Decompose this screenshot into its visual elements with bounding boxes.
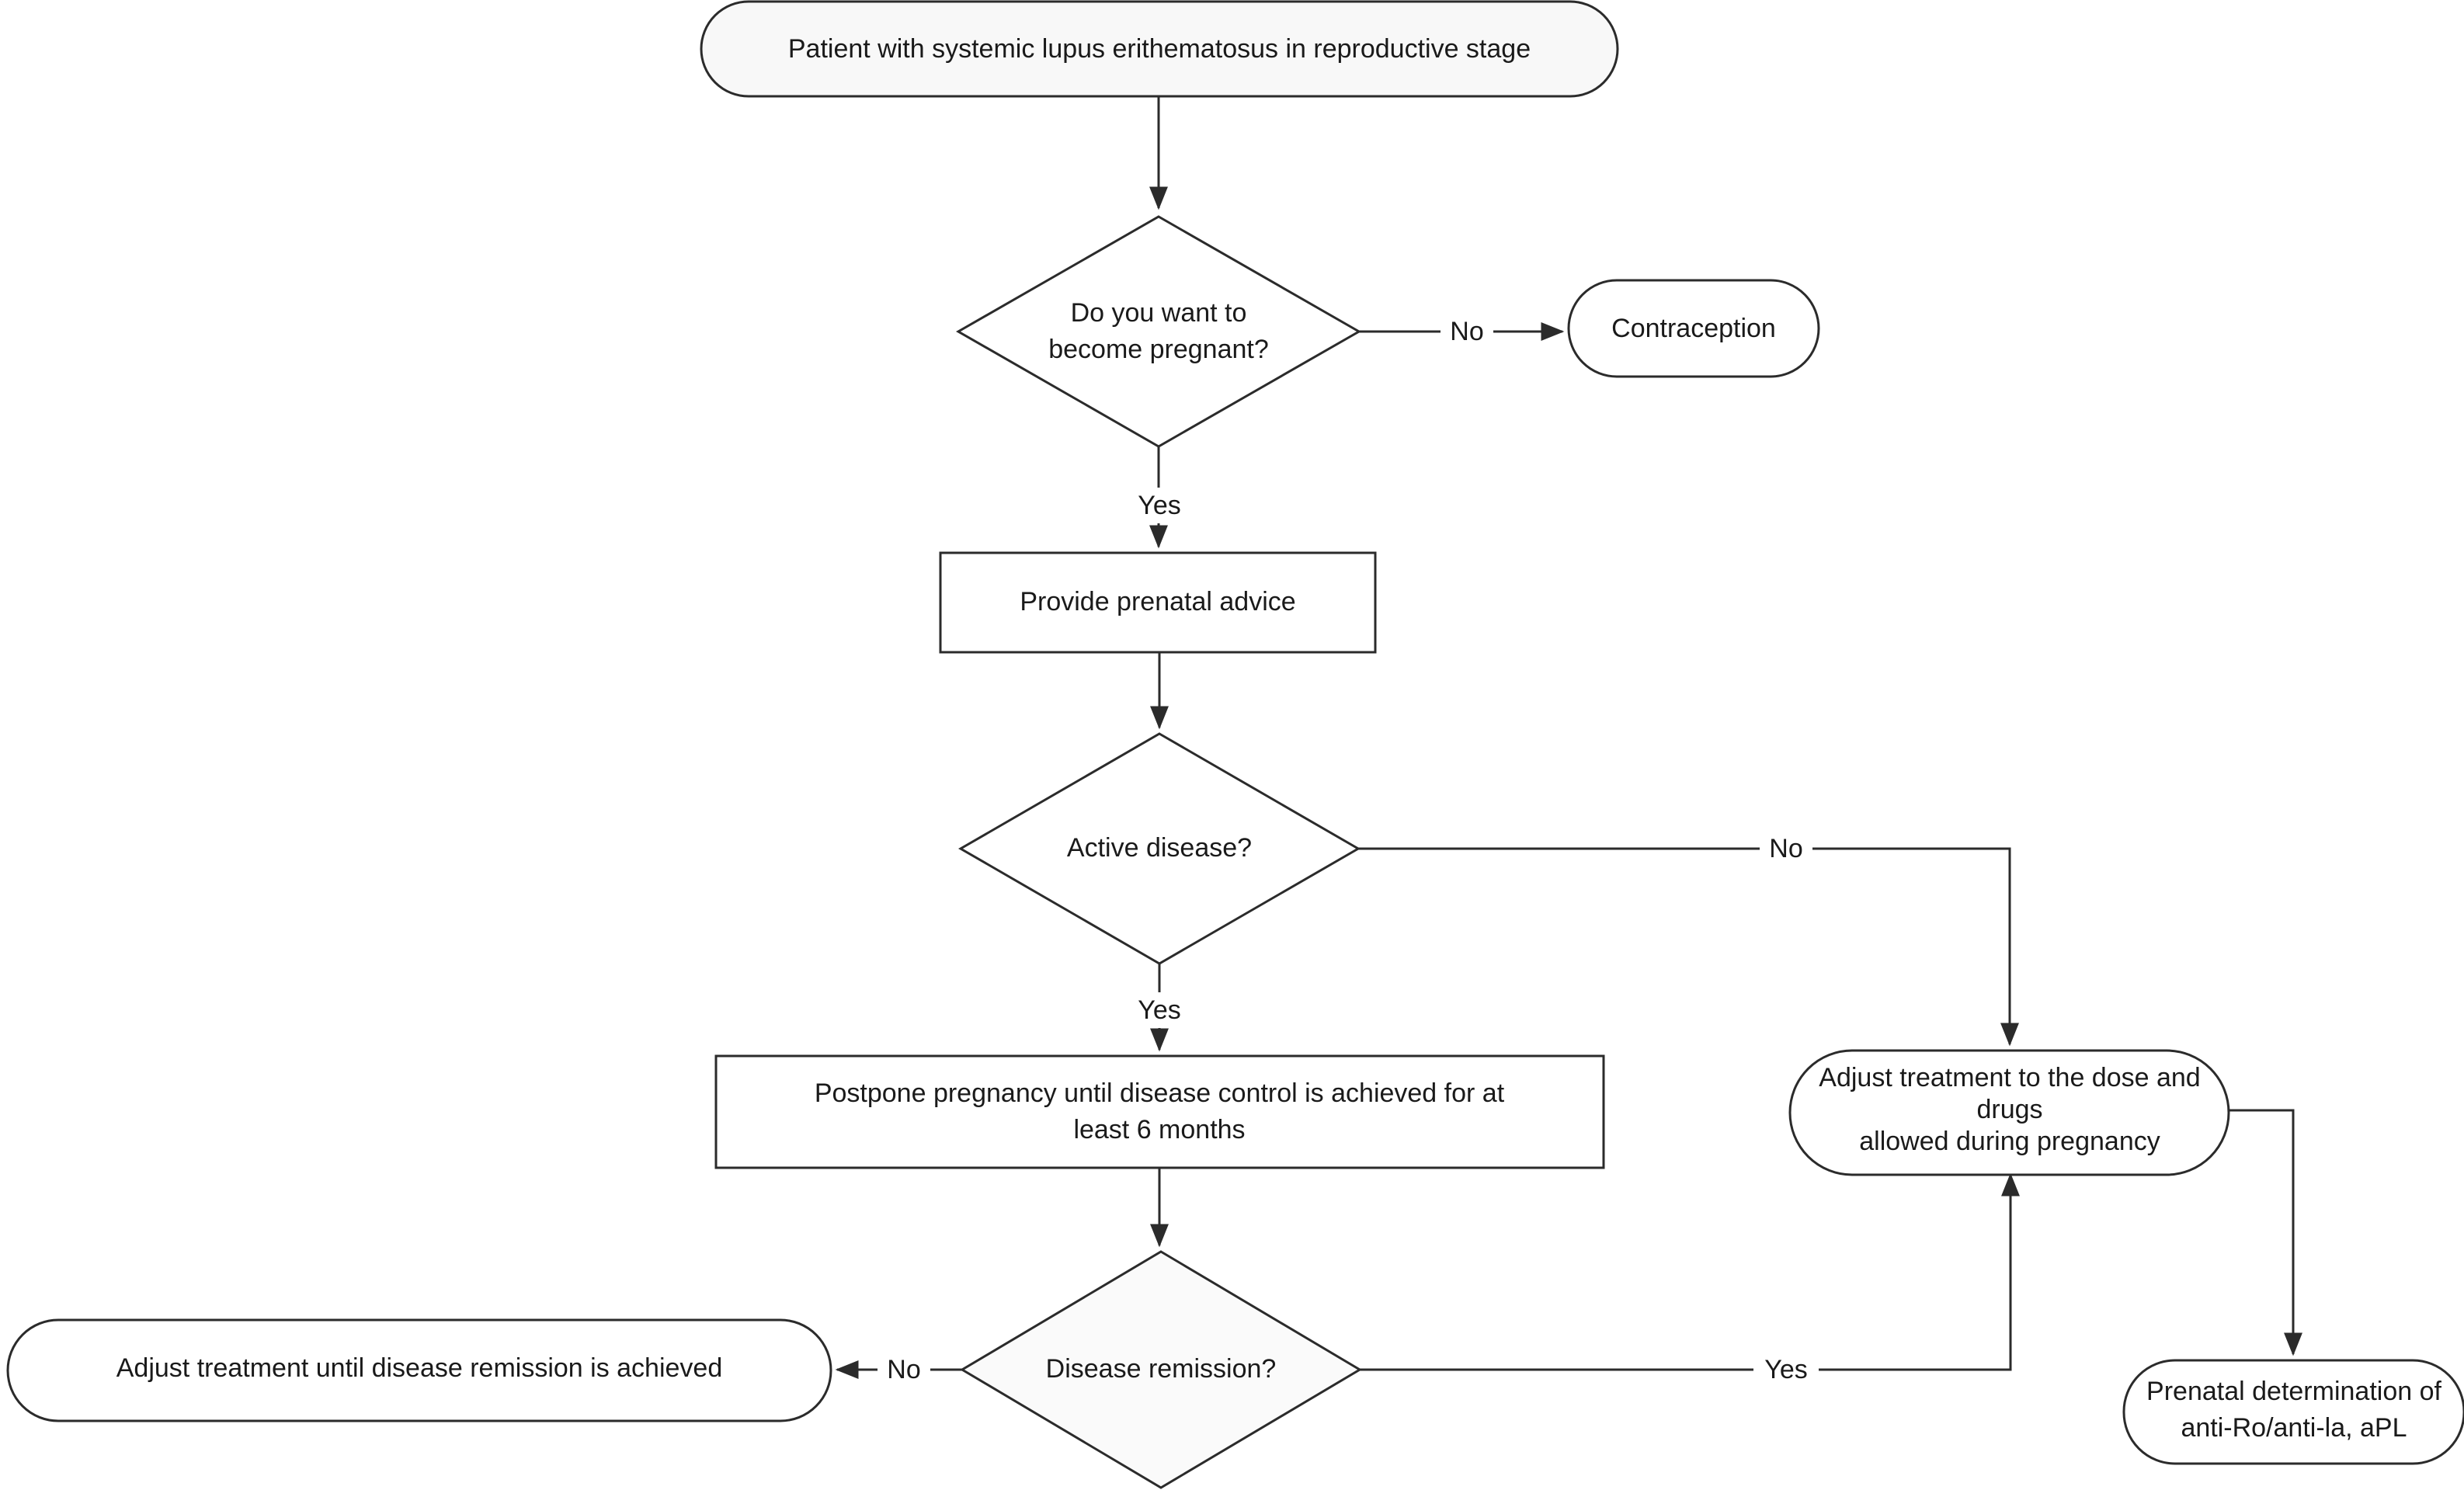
node-decision-remission[interactable]: Disease remission? [960, 1250, 1362, 1489]
prenatal-determination-node-shape[interactable] [2122, 1359, 2464, 1465]
node-prenatal-advice[interactable]: Provide prenatal advice [939, 551, 1377, 654]
contraception-node-label: Contraception [1611, 314, 1776, 343]
edge-label-no-remission: No [887, 1355, 920, 1384]
decision-remission-shape[interactable] [960, 1250, 1362, 1489]
nodes-layer: Patient with systemic lupus erithematosu… [6, 0, 2464, 1489]
edges-layer: No Yes No Yes No Yes [835, 96, 2302, 1388]
prenatal-advice-node-label: Provide prenatal advice [1020, 587, 1295, 616]
prenatal-determination-node-label-line2: anti-Ro/anti-la, aPL [2181, 1413, 2407, 1443]
adjust-remission-node-shape[interactable] [6, 1318, 832, 1422]
contraception-node-shape[interactable] [1567, 279, 1820, 378]
node-start[interactable]: Patient with systemic lupus erithematosu… [700, 0, 1619, 98]
adjust-remission-node-label: Adjust treatment until disease remission… [116, 1353, 723, 1383]
edge-label-backing [1127, 488, 1192, 523]
decision-active-label: Active disease? [1067, 833, 1252, 863]
edge-label-yes-pregnant: Yes [1138, 491, 1180, 520]
decision-remission-label: Disease remission? [1046, 1354, 1277, 1384]
adjust-dose-node-label-line2: drugs [1976, 1095, 2042, 1124]
edge-label-yes-remission: Yes [1764, 1355, 1807, 1384]
decision-pregnant-label-line1: Do you want to [1071, 298, 1247, 328]
edge-label-backing [878, 1352, 930, 1388]
adjust-dose-node-shape[interactable] [1788, 1049, 2230, 1176]
start-node-shape[interactable] [700, 0, 1619, 98]
start-node-label: Patient with systemic lupus erithematosu… [788, 34, 1531, 64]
node-decision-pregnant[interactable]: Do you want to become pregnant? [955, 215, 1362, 448]
edge-label-backing [1753, 1352, 1819, 1388]
prenatal-advice-node-shape[interactable] [939, 551, 1377, 654]
edge-label-backing [1127, 992, 1192, 1028]
edge-label-backing [1441, 314, 1493, 349]
prenatal-determination-node-label-line1: Prenatal determination of [2146, 1377, 2441, 1406]
adjust-dose-node-label-line1: Adjust treatment to the dose and [1819, 1063, 2200, 1092]
node-decision-active[interactable]: Active disease? [958, 732, 1361, 965]
node-adjust-dose[interactable]: Adjust treatment to the dose and drugs a… [1788, 1049, 2230, 1176]
edge-active-to-adjustdose [1358, 847, 2019, 1047]
edge-adjustdose-to-determination [2226, 1109, 2302, 1356]
postpone-node-label-line1: Postpone pregnancy until disease control… [815, 1078, 1505, 1108]
edge-label-yes-active: Yes [1138, 995, 1180, 1025]
edge-remission-to-adjustdose [1360, 1172, 2020, 1371]
node-postpone[interactable]: Postpone pregnancy until disease control… [714, 1054, 1605, 1169]
decision-pregnant-label-line2: become pregnant? [1048, 335, 1269, 364]
node-adjust-remission[interactable]: Adjust treatment until disease remission… [6, 1318, 832, 1422]
edge-label-backing [1760, 831, 1812, 867]
node-prenatal-determination[interactable]: Prenatal determination of anti-Ro/anti-l… [2122, 1359, 2464, 1465]
postpone-node-shape[interactable] [714, 1054, 1605, 1169]
decision-pregnant-shape[interactable] [955, 215, 1362, 448]
decision-active-shape[interactable] [958, 732, 1361, 965]
adjust-dose-node-label-line3: allowed during pregnancy [1859, 1127, 2160, 1156]
node-contraception[interactable]: Contraception [1567, 279, 1820, 378]
postpone-node-label-line2: least 6 months [1073, 1115, 1245, 1144]
edge-label-no-pregnant: No [1450, 317, 1483, 346]
edge-label-no-active: No [1769, 834, 1802, 863]
